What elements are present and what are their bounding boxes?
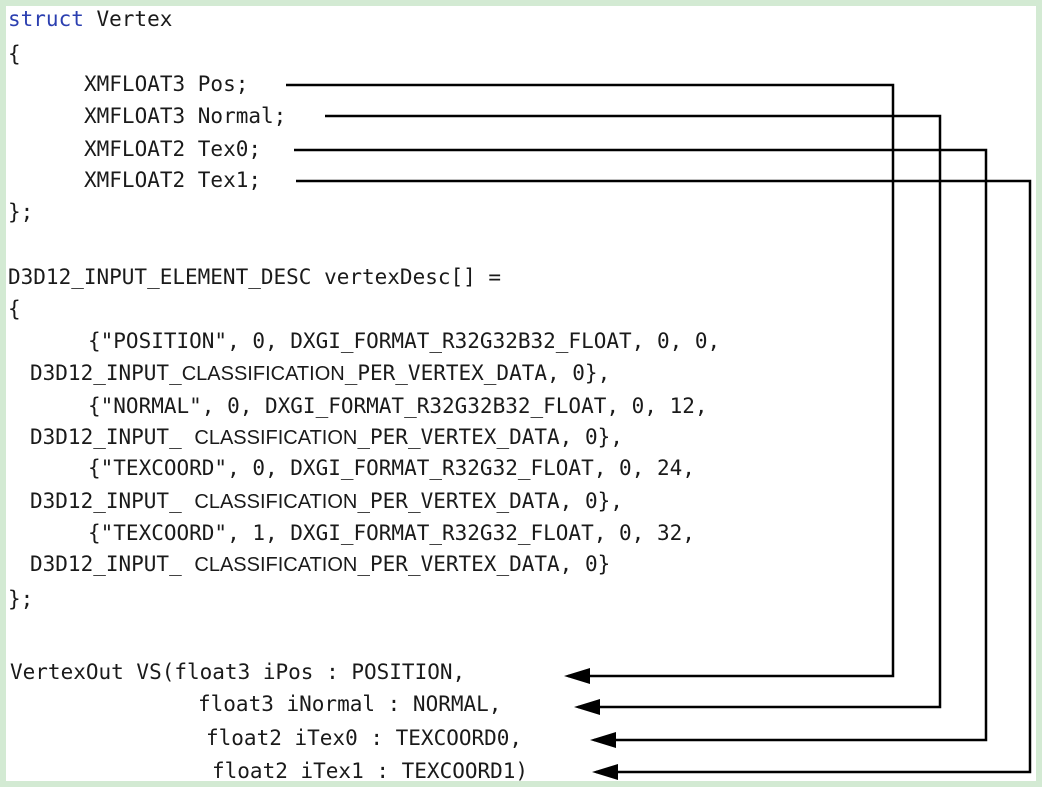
classification-prefix: D3D12_INPUT_ xyxy=(30,552,195,576)
classification-prefix: D3D12_INPUT_ xyxy=(30,489,195,513)
struct-open-brace: { xyxy=(8,42,21,66)
classification-prefix: D3D12_INPUT_ xyxy=(30,425,195,449)
classification-suffix: _PER_VERTEX_DATA, 0}, xyxy=(344,361,611,385)
arrow-pos-to-position xyxy=(286,83,895,678)
arrowhead-normal xyxy=(574,699,600,715)
struct-field-pos: XMFLOAT3 Pos; xyxy=(84,72,249,96)
desc-element-position: {"POSITION", 0, DXGI_FORMAT_R32G32B32_FL… xyxy=(88,329,721,353)
classification-suffix: _PER_VERTEX_DATA, 0}, xyxy=(357,489,623,513)
classification-word: CLASSIFICATION xyxy=(194,554,358,576)
struct-field-tex0: XMFLOAT2 Tex0; xyxy=(84,137,262,161)
desc-classification-normal: D3D12_INPUT_ CLASSIFICATION_PER_VERTEX_D… xyxy=(30,425,623,450)
desc-classification-position: D3D12_INPUT_CLASSIFICATION_PER_VERTEX_DA… xyxy=(30,361,610,386)
arrowhead-tex1 xyxy=(592,764,618,780)
struct-field-normal: XMFLOAT3 Normal; xyxy=(84,104,287,128)
classification-prefix: D3D12_INPUT_ xyxy=(30,361,182,385)
desc-element-texcoord0: {"TEXCOORD", 0, DXGI_FORMAT_R32G32_FLOAT… xyxy=(88,456,695,480)
arrowhead-tex0 xyxy=(590,732,616,748)
struct-name: Vertex xyxy=(83,7,173,31)
desc-declaration: D3D12_INPUT_ELEMENT_DESC vertexDesc[] = xyxy=(8,265,502,289)
desc-element-texcoord1: {"TEXCOORD", 1, DXGI_FORMAT_R32G32_FLOAT… xyxy=(88,521,695,545)
desc-element-normal: {"NORMAL", 0, DXGI_FORMAT_R32G32B32_FLOA… xyxy=(88,394,708,418)
classification-suffix: _PER_VERTEX_DATA, 0} xyxy=(357,552,611,576)
desc-close-brace: }; xyxy=(8,587,34,611)
desc-classification-texcoord1: D3D12_INPUT_ CLASSIFICATION_PER_VERTEX_D… xyxy=(30,552,610,577)
vs-signature-pos: VertexOut VS(float3 iPos : POSITION, xyxy=(10,660,466,684)
struct-keyword: struct xyxy=(8,7,84,31)
vs-param-tex0: float2 iTex0 : TEXCOORD0, xyxy=(206,726,523,750)
arrow-normal-to-normal xyxy=(325,114,942,709)
struct-header: struct Vertex xyxy=(8,7,172,31)
desc-classification-texcoord0: D3D12_INPUT_ CLASSIFICATION_PER_VERTEX_D… xyxy=(30,489,623,514)
struct-field-tex1: XMFLOAT2 Tex1; xyxy=(84,168,262,192)
vs-param-tex1: float2 iTex1 : TEXCOORD1) xyxy=(212,759,529,783)
struct-close-brace: }; xyxy=(8,200,34,224)
arrow-tex1-to-texcoord1 xyxy=(296,179,1032,774)
classification-word: CLASSIFICATION xyxy=(194,491,358,513)
vs-param-normal: float3 iNormal : NORMAL, xyxy=(198,692,502,716)
code-panel xyxy=(6,6,1036,781)
classification-word: CLASSIFICATION xyxy=(194,427,358,449)
classification-word: CLASSIFICATION xyxy=(181,363,345,385)
arrow-tex0-to-texcoord0 xyxy=(294,148,988,742)
desc-open-brace: { xyxy=(8,297,21,321)
classification-suffix: _PER_VERTEX_DATA, 0}, xyxy=(357,425,623,449)
arrowhead-pos xyxy=(564,668,590,684)
